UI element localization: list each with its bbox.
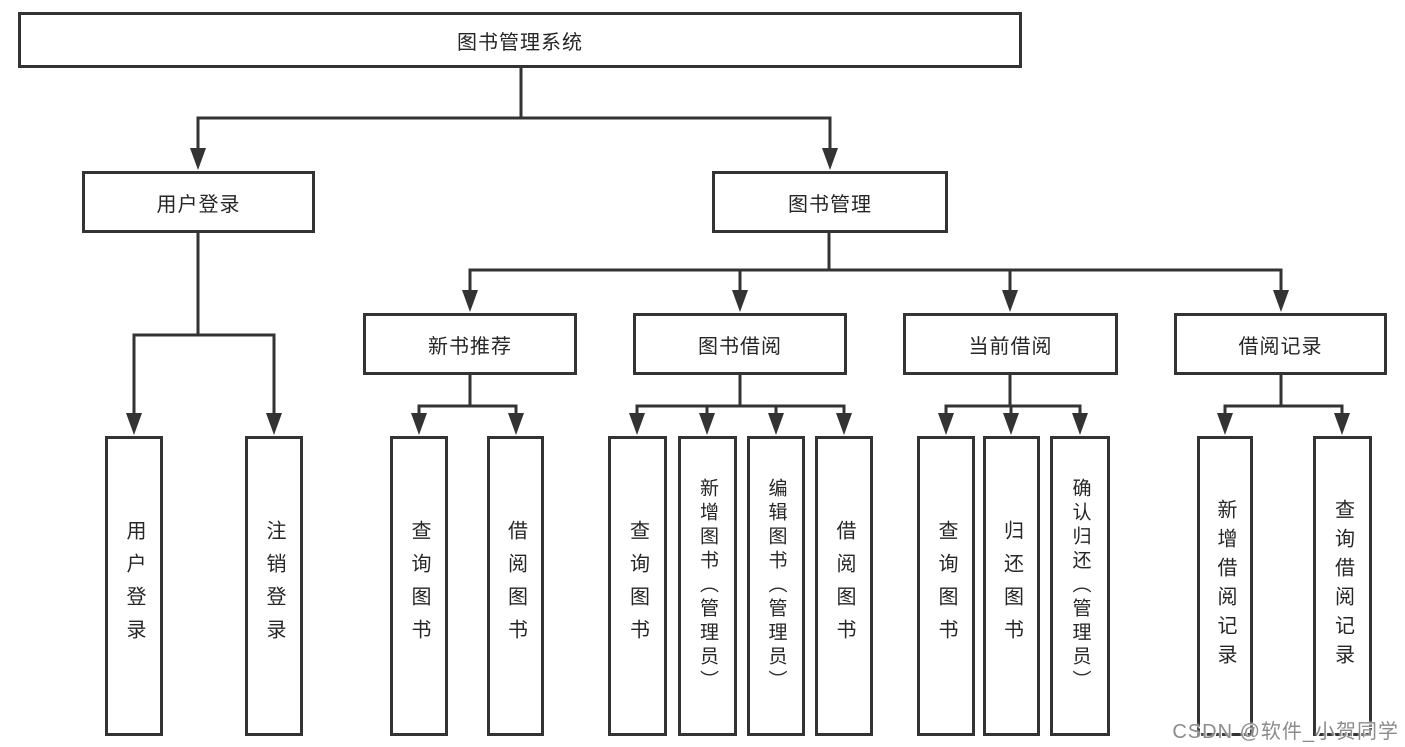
leaf-add-borrow-record: 新增借阅记录 (1197, 436, 1253, 736)
leaf-label: 查询图书 (408, 520, 430, 652)
leaf-label: 新增图书（管理员） (697, 478, 718, 694)
leaf-query-books-current: 查询图书 (917, 436, 975, 736)
node-label: 借阅记录 (1238, 335, 1323, 358)
leaf-logout: 注销登录 (245, 436, 303, 736)
node-user-login: 用户登录 (82, 171, 315, 233)
leaf-confirm-return-admin: 确认归还（管理员） (1050, 436, 1110, 736)
node-label: 当前借阅 (968, 335, 1053, 358)
node-book-management: 图书管理 (712, 171, 948, 233)
leaf-label: 用户登录 (123, 520, 145, 652)
node-borrowing-records: 借阅记录 (1174, 313, 1387, 375)
leaf-label: 借阅图书 (833, 520, 855, 652)
node-label: 图书管理系统 (457, 31, 583, 54)
leaf-return-books: 归还图书 (983, 436, 1040, 736)
node-book-borrowing: 图书借阅 (633, 313, 847, 375)
leaf-query-books-recommend: 查询图书 (390, 436, 448, 736)
leaf-borrow-books: 借阅图书 (815, 436, 873, 736)
node-label: 用户登录 (156, 193, 241, 216)
node-new-book-recommendation: 新书推荐 (363, 313, 577, 375)
leaf-label: 借阅图书 (504, 520, 527, 652)
leaf-label: 编辑图书（管理员） (765, 478, 787, 694)
leaf-edit-books-admin: 编辑图书（管理员） (747, 436, 805, 736)
csdn-watermark: CSDN @软件_小贺同学 (1172, 721, 1399, 743)
leaf-label: 查询图书 (935, 520, 957, 652)
leaf-borrow-books-recommend: 借阅图书 (487, 436, 544, 736)
node-label: 图书管理 (788, 193, 872, 216)
leaf-label: 注销登录 (263, 520, 285, 652)
leaf-label: 查询借阅记录 (1331, 499, 1354, 673)
leaf-query-borrow-record: 查询借阅记录 (1313, 436, 1372, 736)
leaf-label: 确认归还（管理员） (1069, 478, 1091, 694)
connector-lines (132, 68, 1344, 416)
leaf-label: 新增借阅记录 (1214, 499, 1236, 673)
node-root-system: 图书管理系统 (18, 12, 1022, 68)
leaf-user-login: 用户登录 (105, 436, 163, 736)
node-label: 新书推荐 (428, 335, 512, 358)
connector-arrowheads (126, 148, 1350, 435)
node-current-borrowing: 当前借阅 (903, 313, 1118, 375)
leaf-query-books-borrow: 查询图书 (608, 436, 667, 736)
leaf-add-books-admin: 新增图书（管理员） (678, 436, 737, 736)
leaf-label: 查询图书 (626, 520, 649, 652)
leaf-label: 归还图书 (1000, 520, 1023, 652)
node-label: 图书借阅 (698, 335, 782, 358)
